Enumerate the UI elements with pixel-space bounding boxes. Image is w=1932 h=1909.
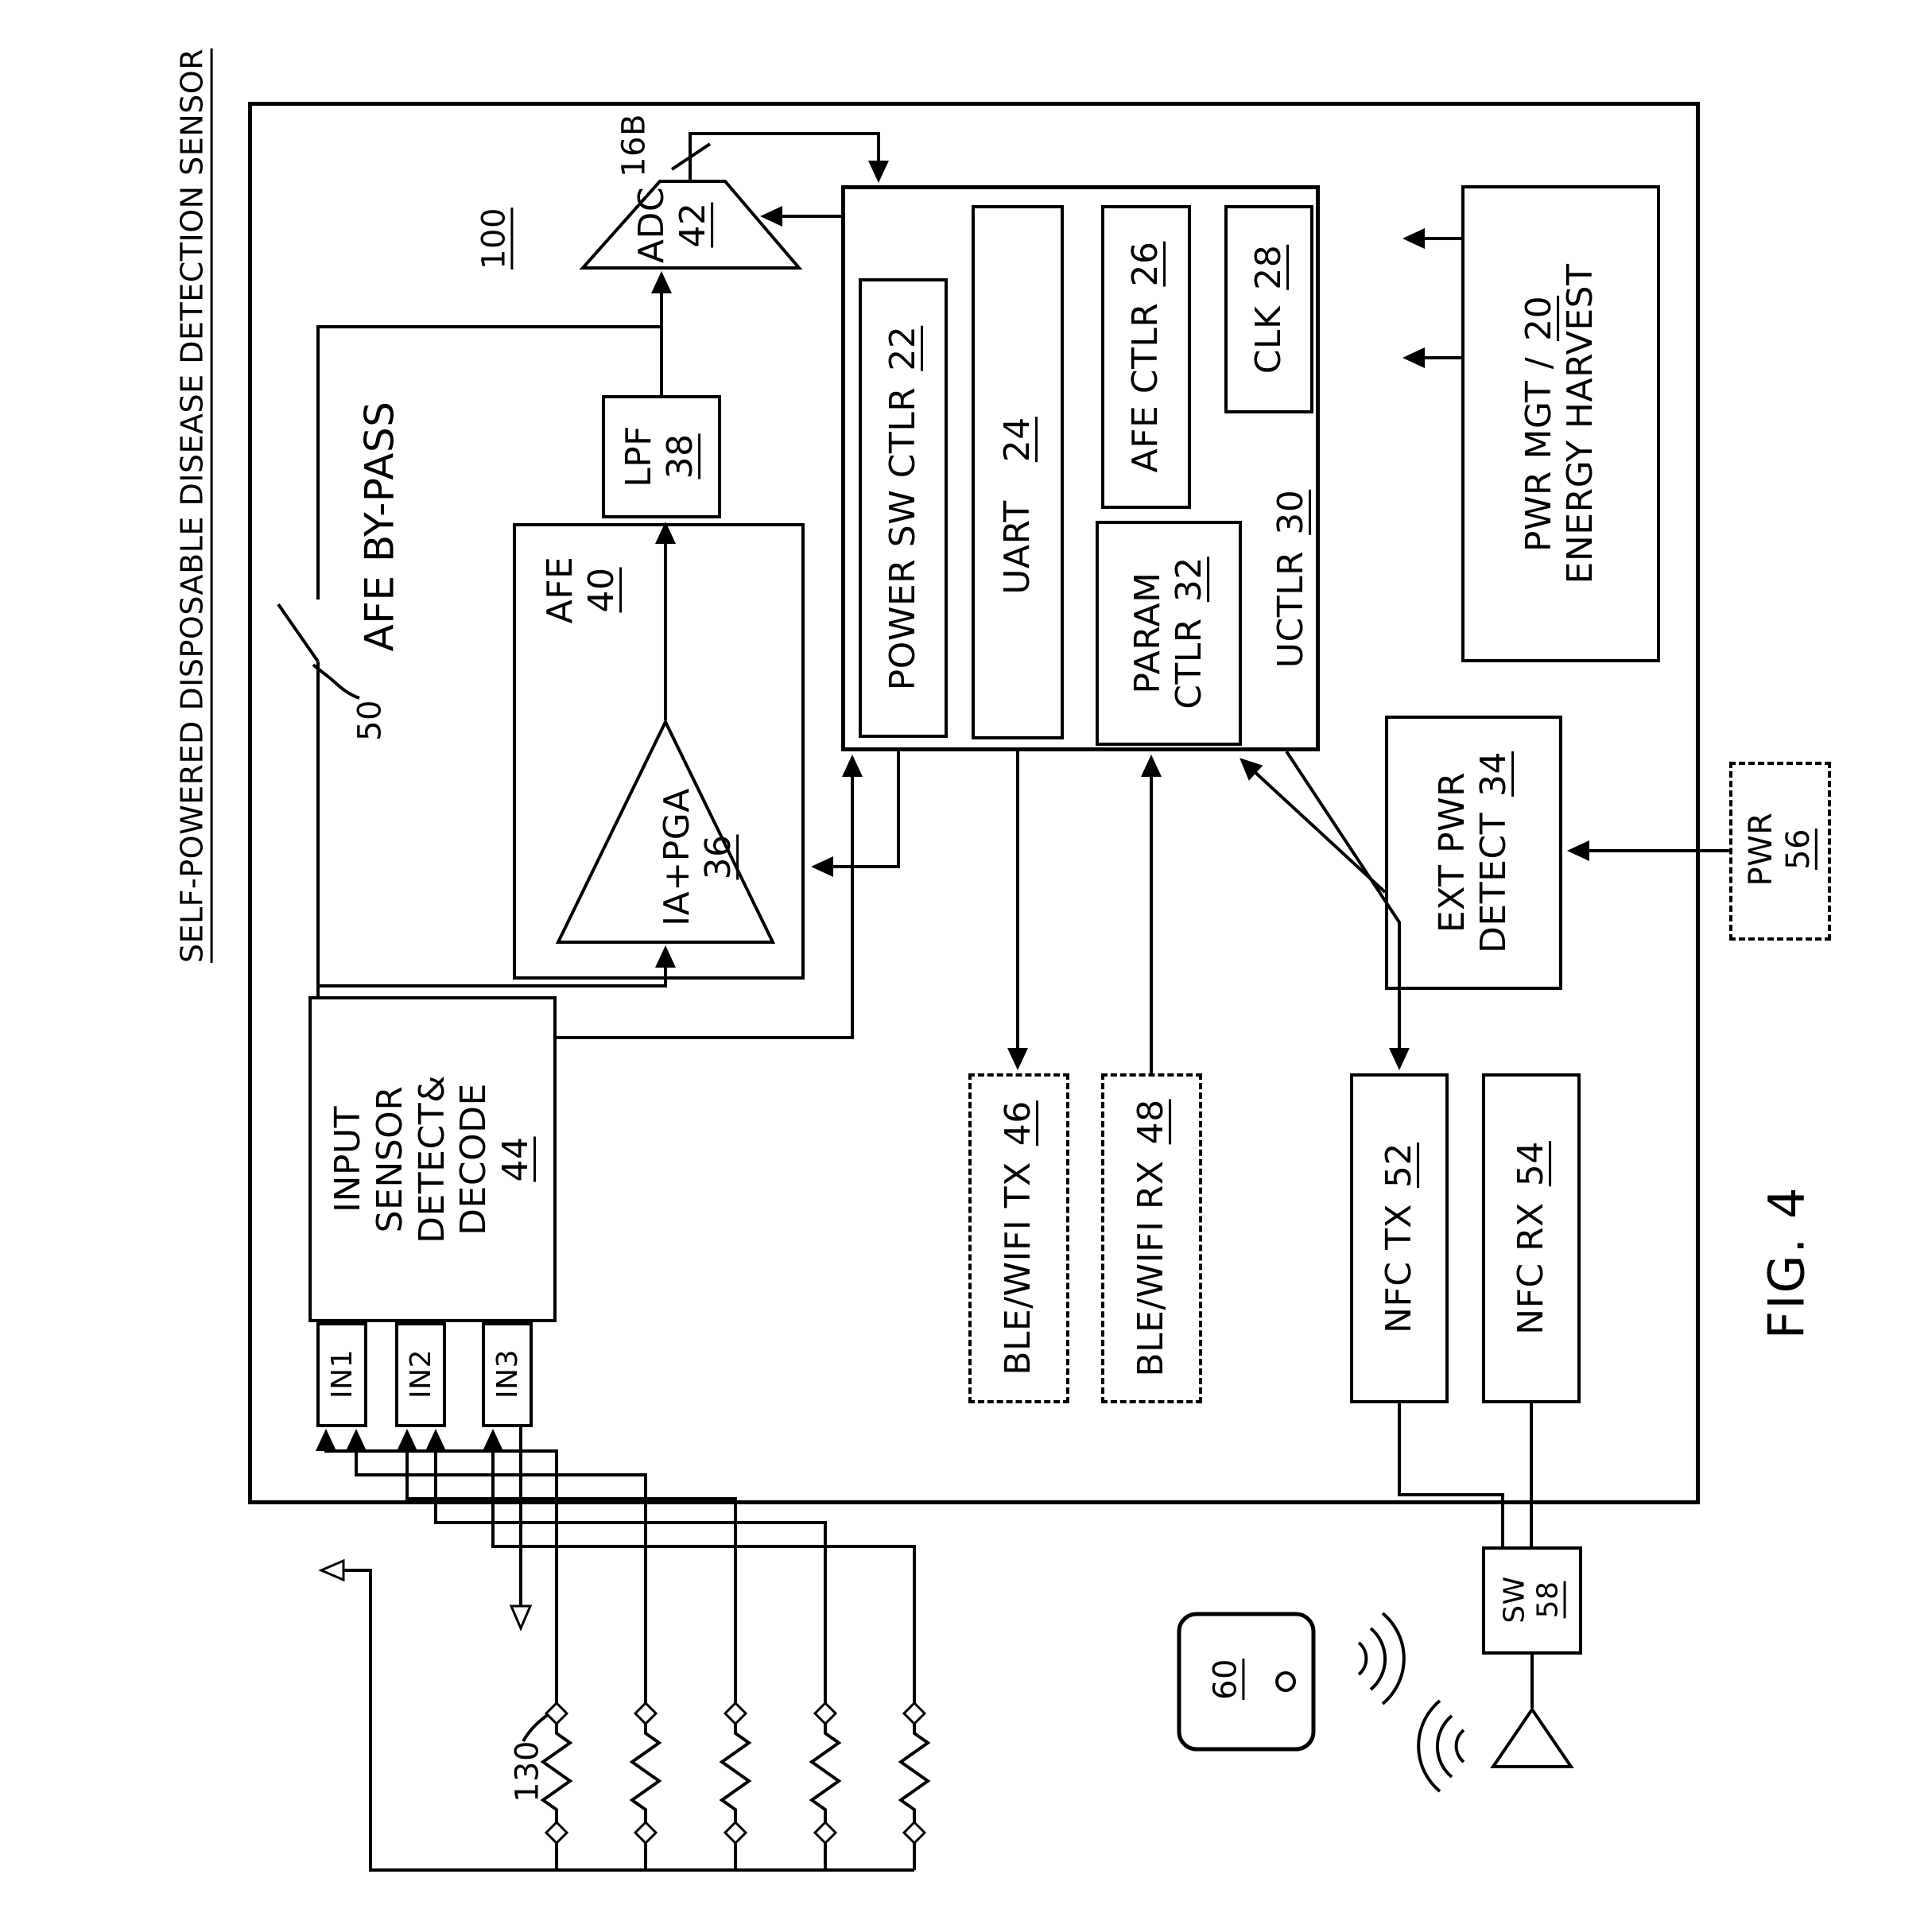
param-ctlr-label: PARAM CTLR32 xyxy=(1127,557,1209,709)
sensor-terminal-diamond xyxy=(723,1701,748,1845)
afe-box xyxy=(513,523,805,980)
adc-shape xyxy=(579,180,803,270)
bypass-switch-blade xyxy=(277,603,320,663)
sensors-ref-label: 130 xyxy=(509,1740,546,1802)
pwr-mgt-energy-harvest-box xyxy=(1461,185,1660,662)
figure-caption: FIG. 4 xyxy=(1757,1185,1816,1340)
phone-icon xyxy=(1177,1612,1316,1752)
wire-extpwr-to-uctlr xyxy=(1240,758,1387,894)
sensor-zigzag xyxy=(540,1724,573,1822)
afe-bypass-label: AFE BY-PASS xyxy=(356,401,403,652)
ble-wifi-rx-box xyxy=(1101,1073,1202,1403)
wire-detector-to-iapga xyxy=(316,945,676,996)
amplifier-triangle xyxy=(555,718,776,944)
sw-label: SW 58 xyxy=(1498,1576,1565,1624)
input-sensor-detect-decode-label: INPUT SENSOR DETECT& DECODE 44 xyxy=(328,1075,537,1244)
sw-box xyxy=(1482,1546,1582,1655)
sensor-terminal-diamond xyxy=(544,1701,569,1845)
wire-sensor2-to-in1 xyxy=(346,1429,647,1703)
chip-ref-label: 100 xyxy=(475,208,513,270)
wire-bypass-upper xyxy=(316,325,661,599)
wire-nfc-tx-to-sw xyxy=(1398,1403,1504,1546)
leader-50-squiggle xyxy=(312,663,360,700)
ext-pwr-detect-label: EXT PWR DETECT34 xyxy=(1432,751,1514,953)
sensor-zigzag xyxy=(629,1724,662,1822)
ble-wifi-tx-box xyxy=(968,1073,1069,1403)
wire-sensor-return xyxy=(318,1558,557,1872)
lpf-label: LPF 38 xyxy=(619,425,700,487)
lpf-box xyxy=(602,395,721,518)
ext-pwr-detect-box xyxy=(1385,716,1562,990)
afe-ctlr-box xyxy=(1101,205,1191,509)
antenna-icon xyxy=(1490,1706,1574,1768)
pwr-mgt-label: PWR MGT /20 ENERGY HARVEST xyxy=(1519,263,1600,584)
sensor-terminal-diamond xyxy=(902,1701,927,1845)
nfc-tx-label: NFC TX52 xyxy=(1379,1143,1420,1333)
sensor-zigzag xyxy=(719,1724,752,1822)
pwr-label: PWR 56 xyxy=(1742,812,1817,887)
power-sw-ctlr-box xyxy=(859,278,948,738)
afe-label: AFE 40 xyxy=(540,556,622,624)
wire-sensor1-to-in1 xyxy=(316,1429,558,1703)
clk-label: CLK28 xyxy=(1248,244,1290,374)
power-sw-ctlr-label: POWER SW CTLR22 xyxy=(883,325,924,691)
nfc-rx-label: NFC RX54 xyxy=(1511,1141,1552,1335)
figure-title: SELF-POWERED DISPOSABLE DISEASE DETECTIO… xyxy=(174,48,210,964)
chip-boundary-box xyxy=(248,102,1700,1504)
afe-ctlr-label: AFE CTLR26 xyxy=(1125,241,1166,473)
bus-width-label: 16B xyxy=(615,114,653,177)
in1-label: IN1 xyxy=(325,1349,359,1399)
nfc-tx-box xyxy=(1350,1073,1449,1403)
ble-wifi-rx-label: BLE/WIFI RX48 xyxy=(1131,1099,1172,1377)
leader-130-squiggle xyxy=(522,1713,550,1743)
sensor-zigzag xyxy=(809,1724,842,1822)
in1-box xyxy=(316,1322,367,1427)
sensor-terminal-diamond xyxy=(633,1701,658,1845)
in2-box xyxy=(395,1322,446,1427)
in3-label: IN3 xyxy=(491,1349,524,1399)
in2-label: IN2 xyxy=(404,1349,437,1399)
sensor-terminal-diamond xyxy=(813,1701,838,1845)
nfc-rx-box xyxy=(1482,1073,1581,1403)
pwr-box xyxy=(1729,762,1831,941)
ble-wifi-tx-label: BLE/WIFI TX46 xyxy=(998,1100,1039,1375)
wire-sensor4-to-in2 xyxy=(425,1429,827,1703)
uart-label: UART24 xyxy=(997,417,1038,595)
wire-sensor5-to-in3 xyxy=(483,1429,916,1703)
uctlr-box xyxy=(841,185,1320,751)
adc-label: ADC 42 xyxy=(631,186,713,264)
wire-sensor-common-bus xyxy=(555,1843,916,1872)
in3-box xyxy=(482,1322,533,1427)
phone-home-button xyxy=(1275,1671,1296,1692)
input-sensor-detect-decode-box xyxy=(308,996,557,1322)
bypass-switch-ref-label: 50 xyxy=(351,700,389,741)
sensor-zigzag xyxy=(898,1724,931,1822)
phone-ref-label: 60 xyxy=(1207,1659,1244,1700)
uctlr-label: UCTLR30 xyxy=(1271,489,1312,669)
wire-detector-to-uctlr xyxy=(557,755,863,1039)
param-ctlr-box xyxy=(1096,521,1242,746)
uart-box xyxy=(972,205,1064,739)
wire-sensor3-to-in2 xyxy=(397,1429,737,1703)
wire-uctlr-to-nfc-tx xyxy=(1285,750,1410,1070)
wire-uctlr-to-afe xyxy=(811,751,900,877)
nfc-waves-icon xyxy=(1357,1612,1406,1705)
clk-box xyxy=(1224,205,1313,413)
ia-pga-label: IA+PGA 36 xyxy=(657,788,739,926)
bus-width-slash xyxy=(670,142,712,171)
nfc-waves-icon xyxy=(1417,1699,1465,1793)
